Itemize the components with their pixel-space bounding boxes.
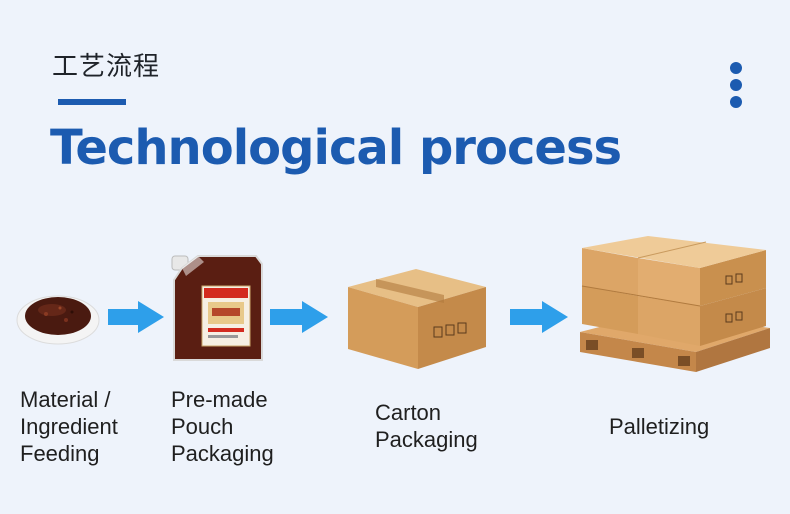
spout-pouch-image — [171, 255, 263, 361]
flow-arrow-icon — [270, 301, 328, 333]
page-title: Technological process — [50, 120, 622, 176]
accent-bar — [58, 99, 126, 105]
carton-box-image — [348, 269, 486, 369]
step-label-line: Packaging — [171, 441, 274, 466]
menu-dot — [730, 79, 742, 91]
more-menu-icon[interactable] — [729, 62, 743, 108]
menu-dot — [730, 96, 742, 108]
step-label-line: Palletizing — [609, 414, 710, 439]
flow-arrow-icon — [510, 301, 568, 333]
step-label-line: Ingredient — [20, 414, 118, 439]
step-label-line: Feeding — [20, 441, 100, 466]
sauce-plate-image — [16, 295, 100, 345]
step-label-line: Material / — [20, 387, 111, 412]
step-label-line: Pouch — [171, 414, 234, 439]
menu-dot — [730, 62, 742, 74]
step-label-carton-packaging: Carton Packaging — [375, 399, 478, 453]
pallet-boxes-image — [580, 236, 770, 372]
step-label-material-feeding: Material / Ingredient Feeding — [20, 386, 118, 467]
section-subtitle: 工艺流程 — [52, 52, 161, 82]
step-label-line: Packaging — [375, 427, 478, 452]
flow-arrow-icon — [108, 301, 164, 333]
step-label-line: Carton — [375, 400, 442, 425]
step-label-line: Pre-made — [171, 387, 268, 412]
step-label-pouch-packaging: Pre-made Pouch Packaging — [171, 386, 274, 467]
step-label-palletizing: Palletizing — [609, 413, 709, 440]
